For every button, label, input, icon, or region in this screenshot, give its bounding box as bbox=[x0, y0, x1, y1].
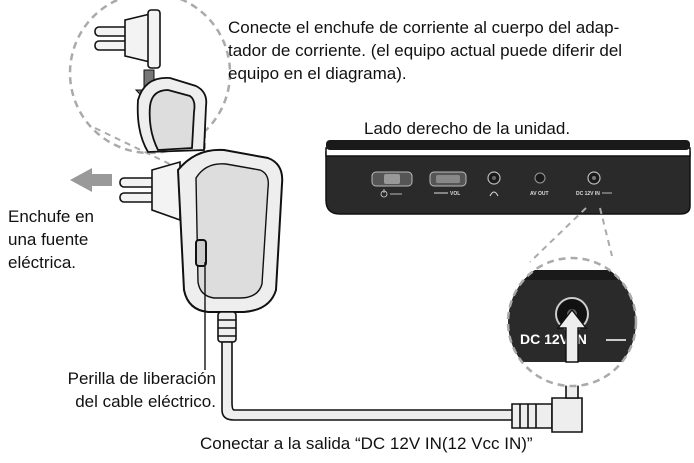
instruction-line: equipo en el diagrama). bbox=[228, 64, 407, 83]
connect-caption: Conectar a la salida “DC 12V IN(12 Vcc I… bbox=[200, 434, 533, 453]
power-icon bbox=[380, 189, 402, 198]
power-cable bbox=[217, 311, 521, 421]
assembled-plug-pins bbox=[119, 160, 181, 222]
plug-zoom-circle bbox=[68, 0, 232, 155]
dc-in-label: DC 12V IN bbox=[576, 191, 600, 197]
arrow-left-icon bbox=[70, 168, 112, 192]
device-side-panel: VOL AV OUT DC 12V IN bbox=[325, 140, 691, 215]
dc-in-zoom-circle bbox=[506, 256, 638, 388]
plug-source-label: Enchufe en una fuente eléctrica. bbox=[8, 205, 128, 274]
plug-label-line: Enchufe en bbox=[8, 207, 95, 226]
instruction-line: Conecte el enchufe de corriente al cuerp… bbox=[228, 18, 620, 37]
av-out-jack bbox=[534, 172, 546, 184]
headphone-icon bbox=[489, 191, 499, 197]
zoom-guide-line bbox=[94, 127, 179, 169]
release-knob-label: Perilla de liberación del cable eléctric… bbox=[34, 367, 216, 413]
plug-head bbox=[94, 9, 161, 69]
power-adapter bbox=[176, 148, 284, 313]
adapter-top-body bbox=[136, 77, 208, 153]
instruction-line: tador de corriente. (el equipo actual pu… bbox=[228, 41, 623, 60]
vol-label: VOL bbox=[450, 191, 460, 197]
zoom-guide-line bbox=[529, 207, 587, 263]
release-label-line: del cable eléctrico. bbox=[75, 392, 216, 411]
plug-label-line: una fuente bbox=[8, 230, 89, 249]
dc-in-zoom: DC 12V IN bbox=[508, 258, 636, 386]
av-out-label: AV OUT bbox=[530, 191, 549, 197]
zoom-guide-line bbox=[599, 207, 613, 257]
unit-side-label: Lado derecho de la unidad. bbox=[364, 119, 571, 138]
connect-plug-instruction: Conecte el enchufe de corriente al cuerp… bbox=[228, 16, 692, 85]
plug-label-line: eléctrica. bbox=[8, 253, 77, 272]
release-label-line: Perilla de liberación bbox=[67, 369, 216, 388]
